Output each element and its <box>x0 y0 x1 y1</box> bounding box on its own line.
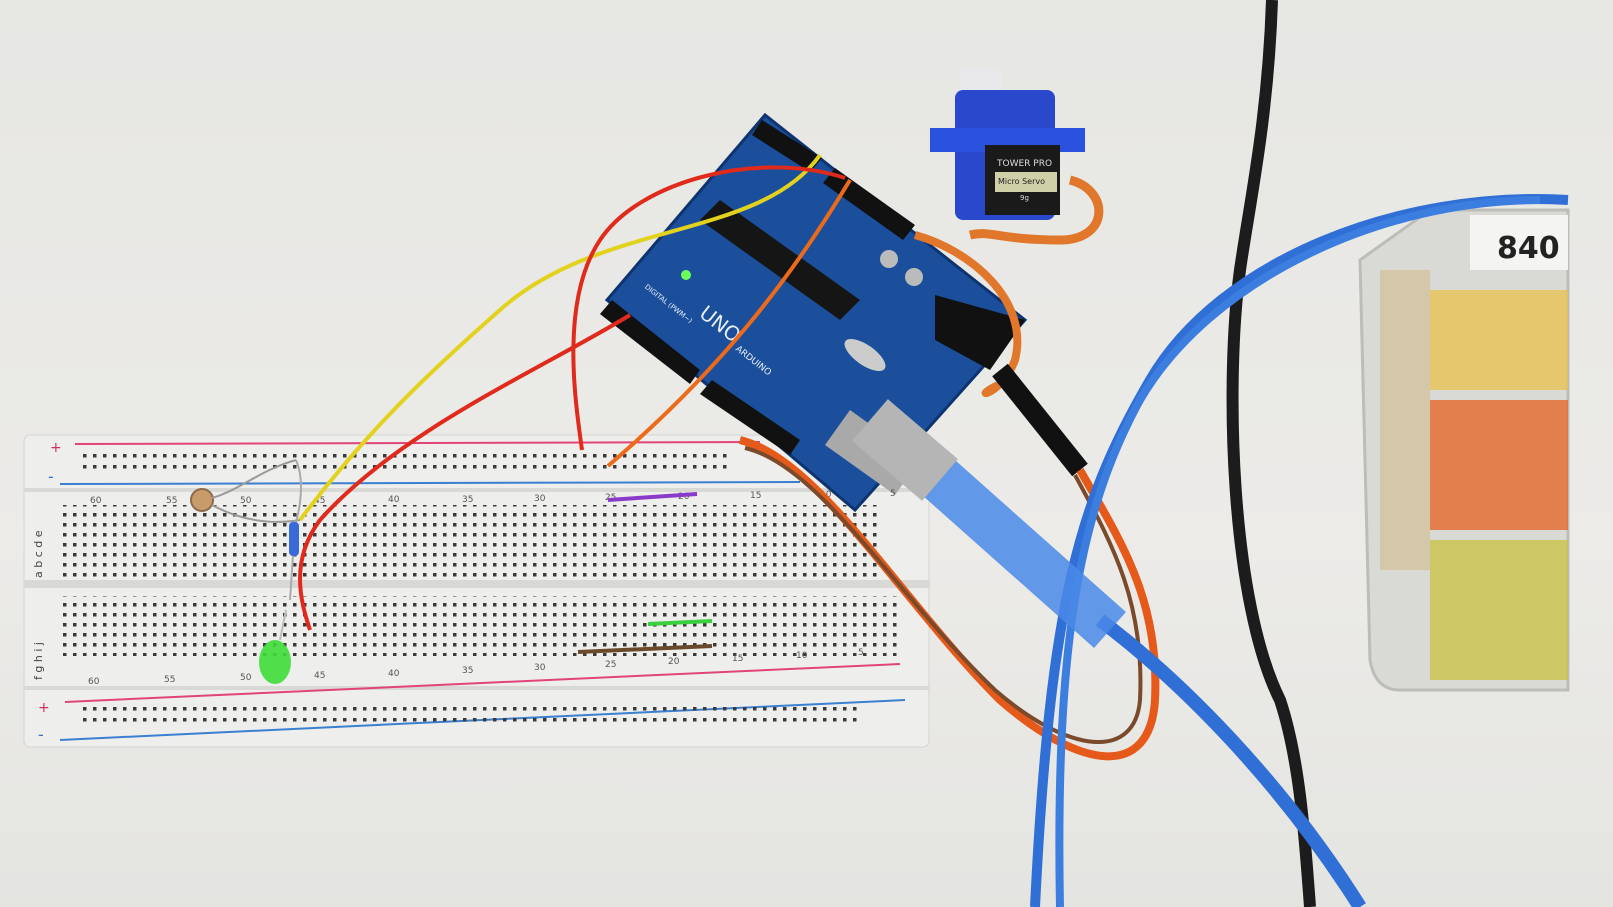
col-num: 55 <box>166 496 177 506</box>
col-num: 35 <box>462 495 473 505</box>
col-num: 5 <box>890 489 896 499</box>
col-num: 30 <box>534 494 546 504</box>
rail-minus-top: - <box>48 467 54 486</box>
jumper-wires <box>298 153 852 631</box>
servo-brand: TOWER PRO <box>996 159 1052 169</box>
col-num: 35 <box>462 666 473 676</box>
orange-wire <box>606 178 852 468</box>
green-led <box>259 609 291 684</box>
purple-jumper <box>607 492 698 502</box>
micro-servo: TOWER PRO Micro Servo 9g <box>930 68 1085 220</box>
col-num: 45 <box>314 496 325 506</box>
resistor <box>289 459 302 601</box>
jumper-wire-box: 840 <box>1358 208 1570 692</box>
servo-size: 9g <box>1020 194 1029 202</box>
col-num: 55 <box>164 675 175 685</box>
col-num: 20 <box>668 657 680 667</box>
rail-plus-top: + <box>50 440 62 456</box>
box-label: 840 <box>1497 231 1560 266</box>
col-num: 25 <box>605 660 616 670</box>
servo-cable <box>739 175 1160 761</box>
breadboard: + - + - a b c d e f g h i j 60 55 50 45 … <box>23 434 930 748</box>
brown-jumper <box>577 644 713 654</box>
col-num: 50 <box>240 673 252 683</box>
green-jumper <box>647 619 713 626</box>
col-num: 5 <box>858 648 864 658</box>
col-num: 45 <box>314 671 325 681</box>
col-num: 30 <box>534 663 546 673</box>
rail-minus-bottom: - <box>38 725 44 744</box>
red-wire-2 <box>298 313 632 631</box>
col-num: 60 <box>90 496 102 506</box>
row-letters-upper: a b c d e <box>32 530 45 578</box>
col-num: 15 <box>732 654 743 664</box>
column-numbers-bottom: 60 55 50 45 40 35 30 25 20 15 10 5 <box>88 648 864 687</box>
rail-plus-bottom: + <box>38 700 50 716</box>
black-cable <box>1226 0 1316 907</box>
red-wire-1 <box>571 165 846 451</box>
servo-model: Micro Servo <box>998 177 1045 186</box>
col-num: 50 <box>240 496 252 506</box>
col-num: 10 <box>796 651 808 661</box>
row-letters-lower: f g h i j <box>32 642 45 680</box>
yellow-wire <box>298 153 822 522</box>
col-num: 40 <box>388 669 400 679</box>
col-num: 60 <box>88 677 100 687</box>
col-num: 15 <box>750 491 761 501</box>
usb-cable <box>852 194 1569 907</box>
col-num: 40 <box>388 495 400 505</box>
col-num: 20 <box>678 492 690 502</box>
photoresistor <box>190 459 301 523</box>
